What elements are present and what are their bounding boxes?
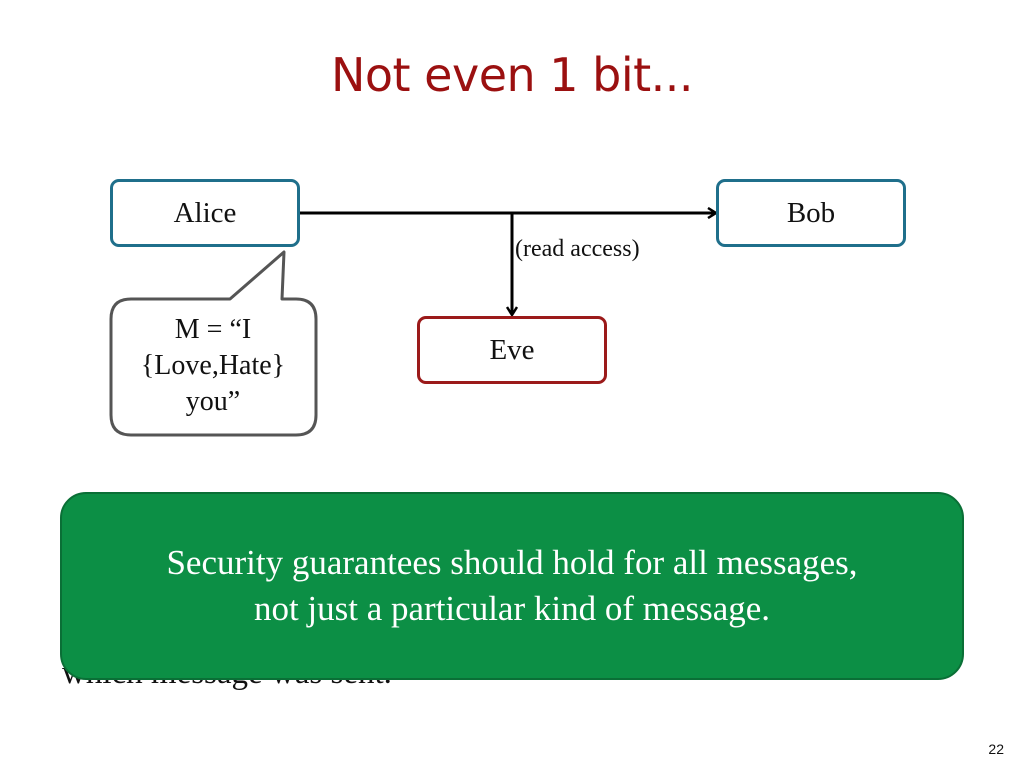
- callout-line-2: {Love,Hate}: [140, 350, 286, 381]
- speech-callout-shape: [109, 250, 318, 437]
- alice-node: Alice: [110, 179, 300, 247]
- guarantee-line-2: not just a particular kind of message.: [253, 589, 771, 628]
- slide-title: Not even 1 bit...: [330, 48, 694, 102]
- page-number: 22: [988, 741, 1004, 757]
- alice-label: Alice: [173, 196, 237, 229]
- read-access-label: (read access): [515, 236, 640, 262]
- callout-line-3: you”: [185, 386, 241, 417]
- bob-label: Bob: [786, 196, 836, 229]
- eve-node: Eve: [417, 316, 607, 384]
- bob-node: Bob: [716, 179, 906, 247]
- callout-line-1: M = “I: [174, 314, 252, 345]
- guarantee-line-1: Security guarantees should hold for all …: [166, 543, 858, 582]
- message-callout-text: M = “I {Love,Hate} you”: [112, 312, 314, 420]
- eve-label: Eve: [489, 333, 535, 366]
- security-guarantee-box: Security guarantees should hold for all …: [60, 492, 964, 680]
